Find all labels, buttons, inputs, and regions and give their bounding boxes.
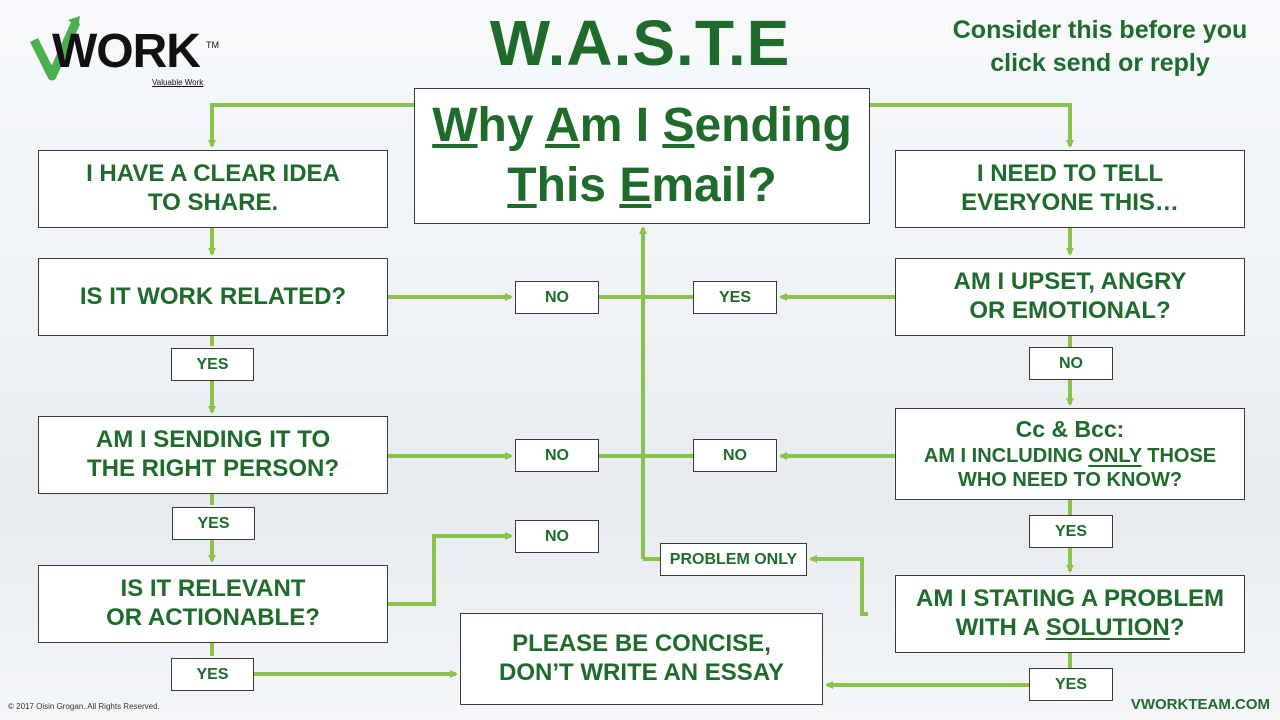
tell-everyone-line-2: EVERYONE THIS… — [961, 189, 1179, 216]
no-label-relevant: NO — [515, 520, 599, 553]
yes-label-relevant: YES — [171, 658, 254, 691]
right-person-box: AM I SENDING IT TO THE RIGHT PERSON? — [38, 416, 388, 494]
cc-bcc-only-emphasis: ONLY — [1088, 444, 1142, 467]
logo-v-check-icon — [29, 16, 81, 81]
subtitle-line-2: click send or reply — [990, 48, 1210, 77]
relevant-line-2: OR ACTIONABLE? — [106, 604, 320, 631]
no-label-cc-bcc: NO — [693, 439, 777, 472]
concise-box: PLEASE BE CONCISE, DON’T WRITE AN ESSAY — [460, 613, 823, 705]
yes-label-upset: YES — [693, 281, 777, 314]
flow-arrow — [388, 532, 513, 606]
work-related-box: IS IT WORK RELATED? — [38, 258, 388, 336]
upset-line-2: OR EMOTIONAL? — [969, 297, 1171, 324]
no-label-work-related: NO — [515, 281, 599, 314]
relevant-line-1: IS IT RELEVANT — [120, 575, 306, 603]
acronym-initial: A — [545, 99, 580, 152]
problem-solution-emphasis: SOLUTION — [1045, 614, 1170, 641]
cc-bcc-heading: Cc & Bcc: — [1015, 416, 1125, 443]
logo-tagline: Valuable Work — [152, 78, 204, 87]
clear-idea-line-2: TO SHARE. — [147, 189, 279, 216]
problem-text-a: WITH A — [955, 614, 1046, 641]
cc-bcc-text-a: AM I INCLUDING — [923, 444, 1089, 467]
yes-label-right-person: YES — [172, 507, 255, 540]
cc-bcc-line-2: WHO NEED TO KNOW? — [957, 468, 1183, 491]
acronym-initial: S — [662, 99, 695, 152]
acronym-initial: E — [619, 159, 652, 212]
tell-everyone-box: I NEED TO TELL EVERYONE THIS… — [895, 150, 1245, 228]
why-sending-line-1: Why Am I Sending — [432, 96, 852, 156]
flow-arrow — [208, 103, 414, 148]
why-sending-line-2: This Email? — [507, 156, 776, 216]
logo-trademark: TM — [206, 40, 219, 50]
relevant-box: IS IT RELEVANT OR ACTIONABLE? — [38, 565, 388, 643]
yes-label-problem: YES — [1029, 668, 1113, 701]
page-subtitle: Consider this before you click send or r… — [930, 14, 1270, 79]
no-label-upset: NO — [1029, 347, 1113, 380]
subtitle-line-1: Consider this before you — [952, 16, 1248, 44]
page-title: W.A.S.T.E — [489, 7, 791, 79]
work-related-text: IS IT WORK RELATED? — [79, 282, 347, 310]
heading-text-segment: m I — [579, 99, 663, 152]
yes-label-cc-bcc: YES — [1029, 515, 1113, 548]
clear-idea-line-1: I HAVE A CLEAR IDEA — [86, 160, 340, 188]
right-person-line-1: AM I SENDING IT TO — [95, 426, 331, 454]
upset-box: AM I UPSET, ANGRY OR EMOTIONAL? — [895, 258, 1245, 336]
concise-line-1: PLEASE BE CONCISE, — [512, 630, 771, 658]
problem-only-label: PROBLEM ONLY — [660, 543, 807, 576]
clear-idea-box: I HAVE A CLEAR IDEA TO SHARE. — [38, 150, 388, 228]
problem-solution-box: AM I STATING A PROBLEM WITH A SOLUTION? — [895, 575, 1245, 653]
problem-text-c: ? — [1169, 614, 1185, 641]
flow-arrow — [809, 555, 868, 616]
copyright-notice: © 2017 Oisin Grogan. All Rights Reserved… — [8, 702, 160, 711]
problem-line-2: WITH A SOLUTION? — [956, 614, 1185, 643]
acronym-initial: W — [432, 99, 478, 152]
heading-text-segment: his — [536, 159, 620, 212]
no-label-right-person: NO — [515, 439, 599, 472]
vwork-logo — [28, 14, 228, 94]
logo-wordmark: WORK — [52, 25, 201, 78]
heading-text-segment: mail? — [651, 159, 777, 212]
upset-line-1: AM I UPSET, ANGRY — [953, 268, 1187, 296]
tell-everyone-line-1: I NEED TO TELL — [976, 160, 1164, 188]
yes-label-work-related: YES — [171, 348, 254, 381]
heading-text-segment: hy — [477, 99, 546, 152]
concise-line-2: DON’T WRITE AN ESSAY — [499, 659, 784, 686]
cc-bcc-text-c: THOSE — [1141, 444, 1217, 467]
right-person-line-2: THE RIGHT PERSON? — [86, 455, 339, 482]
site-link[interactable]: VWORKTEAM.COM — [1130, 696, 1270, 713]
cc-bcc-line-1: AM I INCLUDING ONLY THOSE — [924, 444, 1216, 468]
cc-bcc-box: Cc & Bcc: AM I INCLUDING ONLY THOSE WHO … — [895, 408, 1245, 500]
flow-arrow — [870, 103, 1074, 148]
why-sending-box: Why Am I Sending This Email? — [414, 88, 870, 224]
acronym-initial: T — [507, 159, 537, 212]
heading-text-segment: ending — [694, 99, 852, 152]
problem-line-1: AM I STATING A PROBLEM — [916, 585, 1224, 613]
